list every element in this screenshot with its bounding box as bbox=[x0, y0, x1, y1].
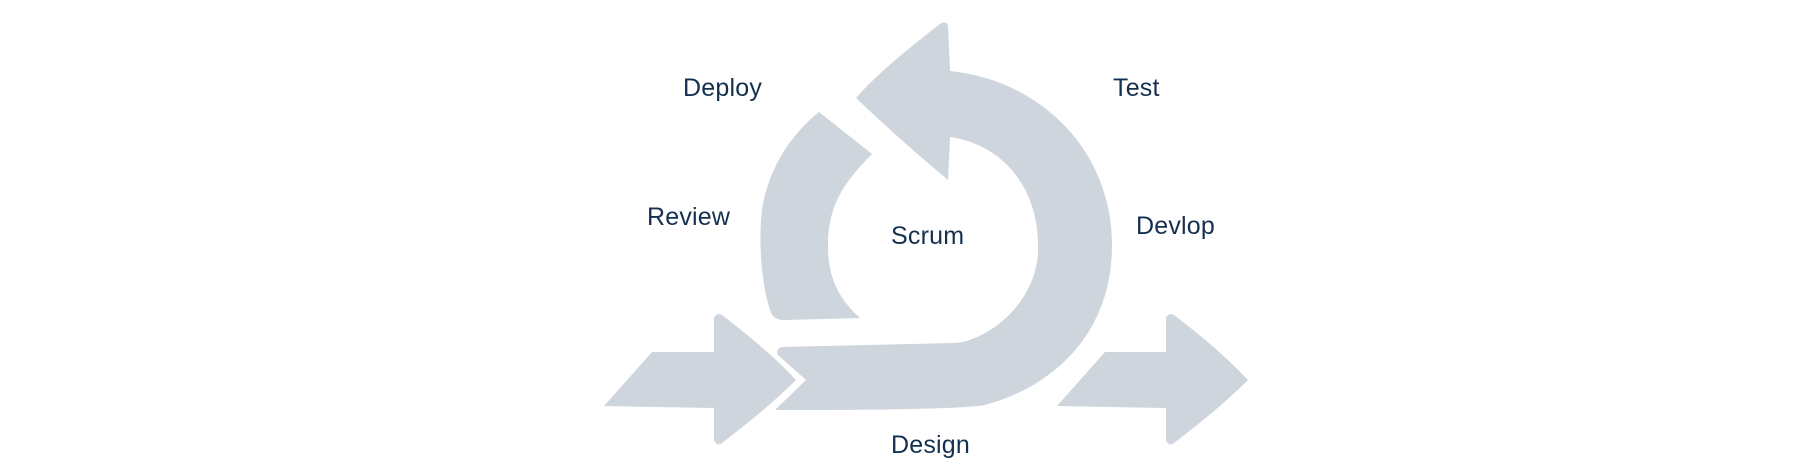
center-label-scrum: Scrum bbox=[891, 222, 965, 250]
stage-label-design: Design bbox=[891, 431, 971, 459]
stage-label-test: Test bbox=[1113, 74, 1160, 102]
stage-label-develop: Devlop bbox=[1136, 212, 1216, 240]
output-arrow bbox=[1057, 314, 1248, 445]
scrum-loop-arrowhead bbox=[856, 22, 950, 181]
stage-label-deploy: Deploy bbox=[683, 74, 763, 102]
scrum-loop-body bbox=[775, 71, 1112, 410]
scrum-loop-tail bbox=[760, 112, 872, 320]
stage-label-review: Review bbox=[647, 203, 731, 231]
input-arrow bbox=[604, 314, 796, 445]
